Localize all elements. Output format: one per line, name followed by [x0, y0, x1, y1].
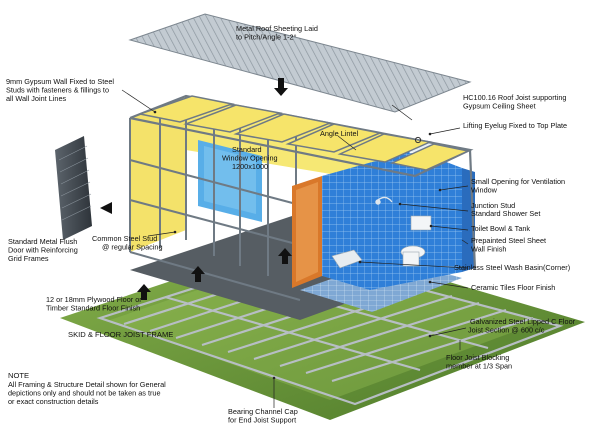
note-title: NOTE: [8, 371, 29, 380]
shower-set: [375, 196, 393, 205]
label-wash-basin: Stainless Steel Wash Basin(Corner): [454, 263, 570, 272]
metal-flush-door: [55, 136, 92, 240]
left-gypsum-wall: [130, 96, 186, 252]
label-junction-stud: Junction Stud: [471, 201, 515, 210]
wall-stud-frame: [129, 96, 301, 301]
note-body: All Framing & Structure Detail shown for…: [8, 380, 166, 406]
label-toilet: Toilet Bowl & Tank: [471, 224, 530, 233]
label-angle-lintel: Angle Lintel: [320, 129, 359, 138]
ceiling-gypsum-panels: [137, 95, 471, 171]
toilet-bowl-tank: [400, 215, 432, 267]
metal-roof-sheeting: [128, 13, 472, 113]
label-common-stud: Common Steel Stud@ regular Spacing: [92, 234, 163, 251]
assembly-arrows: [100, 78, 292, 300]
label-lifting-eyelug: Lifting Eyelug Fixed to Top Plate: [463, 121, 567, 130]
label-skid-frame: SKID & FLOOR JOIST FRAME: [68, 330, 173, 339]
wash-basin: [331, 249, 363, 269]
leader-lines: [121, 89, 469, 408]
label-shower-set: Standard Shower Set: [471, 209, 540, 218]
top-frame: [129, 94, 477, 271]
lifting-eyelug: [414, 136, 422, 144]
label-ceramic-tiles: Ceramic Tiles Floor Finish: [471, 283, 555, 292]
